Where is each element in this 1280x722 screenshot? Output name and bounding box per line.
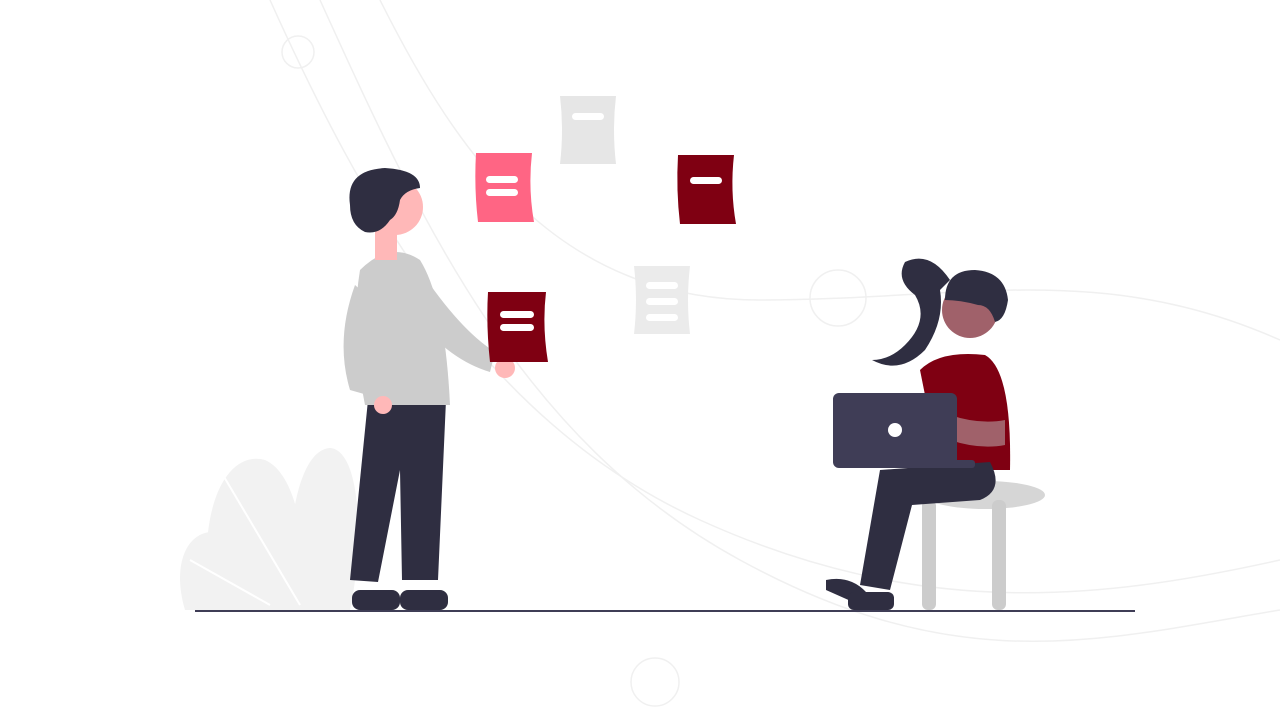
arm [418,270,495,372]
laptop-logo [888,423,902,437]
shoe-left [352,590,400,610]
document-grey-top [560,96,616,164]
hair [945,270,1008,322]
ponytail [872,258,950,366]
document-red-right [677,155,736,224]
plant-decoration [180,448,359,610]
shoe-right [400,590,448,610]
trousers [350,400,446,582]
shoe-right [848,592,894,610]
hair [349,168,420,233]
document-grey-middle [634,266,690,334]
sitting-woman [826,258,1011,610]
document-pink [475,153,534,222]
standing-man [343,168,548,610]
hand-right [495,358,515,378]
hand-left [374,396,392,414]
trousers [860,462,996,590]
arm [950,415,1005,447]
